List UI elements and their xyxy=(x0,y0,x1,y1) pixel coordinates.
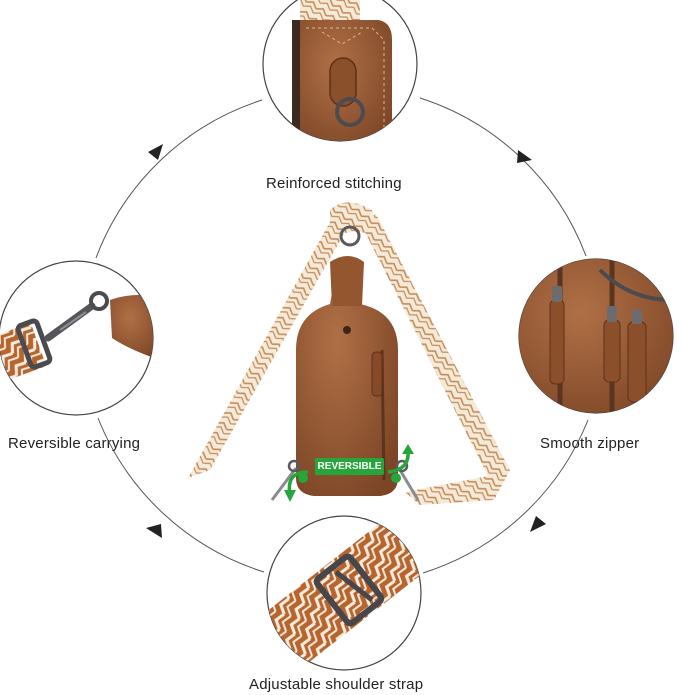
label-reinforced-stitching: Reinforced stitching xyxy=(266,175,402,192)
detail-circle-stitching xyxy=(262,0,418,142)
reversible-badge: REVERSIBLE xyxy=(315,458,384,475)
label-adjustable-strap: Adjustable shoulder strap xyxy=(249,676,424,693)
label-smooth-zipper: Smooth zipper xyxy=(540,435,640,452)
label-reversible-carrying: Reversible carrying xyxy=(8,435,141,452)
guide-circle xyxy=(95,97,589,574)
arrow-icon xyxy=(148,144,163,160)
detail-circle-buckle xyxy=(266,515,422,671)
arrow-icon xyxy=(517,150,532,163)
detail-circle-zipper xyxy=(518,258,674,414)
detail-circle-clip xyxy=(0,260,154,416)
arrow-icon xyxy=(146,524,162,538)
arrow-icon xyxy=(530,516,546,532)
